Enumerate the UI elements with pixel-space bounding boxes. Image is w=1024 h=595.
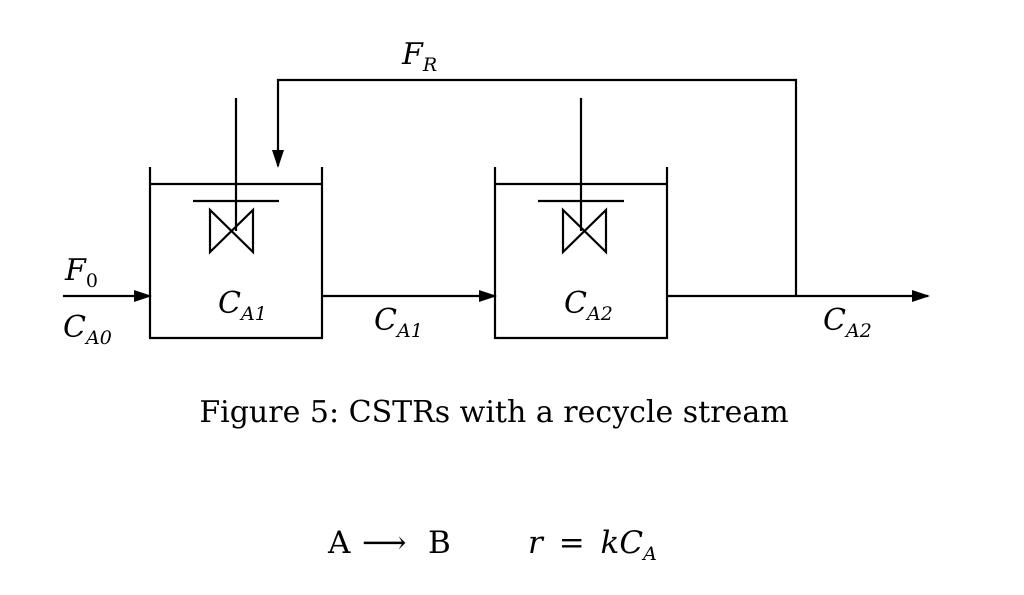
rate-expression: r = kCA bbox=[528, 525, 657, 565]
reactor-1-concentration-label: CA1 bbox=[218, 286, 267, 325]
reactor-1-vessel bbox=[148, 167, 324, 340]
reactor-1-impeller-icon bbox=[208, 207, 255, 255]
reactor-2-impeller-icon bbox=[561, 207, 608, 255]
outlet-concentration-label: CA2 bbox=[823, 303, 872, 342]
recycle-flow-label: FR bbox=[401, 37, 437, 76]
reactant-label: A bbox=[327, 525, 351, 561]
recycle-stream-line bbox=[272, 78, 798, 296]
reaction-equation: A ⟶ B r = kCA bbox=[327, 525, 657, 565]
reaction-arrow: ⟶ bbox=[362, 525, 406, 561]
feed-concentration-label: CA0 bbox=[63, 310, 112, 349]
reactor-2-concentration-label: CA2 bbox=[564, 286, 613, 325]
feed-flow-label: F0 bbox=[64, 253, 98, 292]
intermediate-concentration-label: CA1 bbox=[374, 303, 423, 342]
figure-caption: Figure 5: CSTRs with a recycle stream bbox=[199, 395, 788, 430]
reactor-2 bbox=[493, 98, 669, 340]
reactor-1 bbox=[148, 98, 324, 340]
reactor-2-vessel bbox=[493, 167, 669, 340]
product-label: B bbox=[428, 525, 451, 561]
